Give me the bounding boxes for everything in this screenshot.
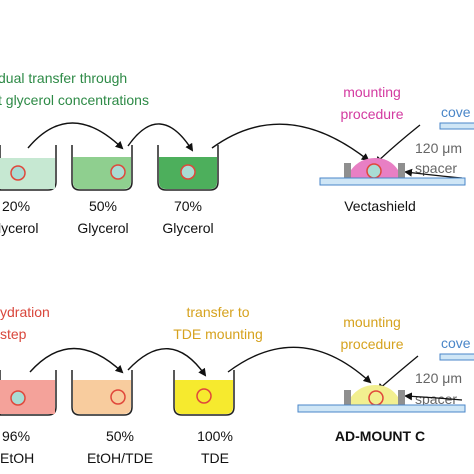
bottom-coverslip bbox=[439, 353, 474, 361]
top-slide bbox=[319, 177, 466, 186]
top-mount-sample bbox=[366, 163, 382, 179]
top-beaker-50 bbox=[71, 145, 133, 191]
top-coverslip bbox=[439, 122, 474, 130]
top-spacer-left bbox=[344, 163, 351, 178]
bottom-transfer-line1: transfer to bbox=[186, 304, 249, 320]
top-transfer-note-line2: t glycerol concentrations bbox=[0, 92, 149, 108]
bottom-slide bbox=[297, 404, 466, 413]
bottom-spacer-left bbox=[344, 390, 351, 405]
bottom-spacer-label: spacer bbox=[415, 391, 457, 407]
bottom-beaker-100-sample bbox=[196, 388, 212, 404]
top-beaker-20-liquid bbox=[0, 158, 55, 189]
top-spacer-pointer bbox=[374, 124, 421, 165]
bottom-arrow-1 bbox=[29, 347, 124, 374]
bottom-beaker-100-pct: 100% bbox=[197, 428, 233, 444]
top-spacer-size: 120 μm bbox=[415, 140, 462, 156]
bottom-dehydration-line2: step bbox=[0, 326, 27, 342]
top-transfer-note-line1: dual transfer through bbox=[0, 70, 127, 86]
top-beaker-20 bbox=[0, 145, 57, 191]
bottom-beaker-96-pct: 96% bbox=[2, 428, 30, 444]
top-mounting-line2: procedure bbox=[340, 106, 403, 122]
top-spacer-right bbox=[398, 163, 405, 178]
bottom-beaker-100 bbox=[173, 370, 235, 416]
top-beaker-70 bbox=[157, 145, 219, 191]
bottom-mounting-line1: mounting bbox=[343, 314, 401, 330]
top-mounting-line1: mounting bbox=[343, 84, 401, 100]
bottom-mount-sample bbox=[368, 390, 384, 406]
top-cover-label: cove bbox=[441, 104, 471, 120]
bottom-arrow-3 bbox=[227, 346, 372, 384]
bottom-beaker-50-name: EtOH/TDE bbox=[87, 450, 153, 466]
bottom-beaker-96 bbox=[0, 370, 57, 416]
top-beaker-20-sample bbox=[10, 165, 26, 181]
bottom-beaker-50-sample bbox=[110, 389, 126, 405]
top-beaker-70-name: Glycerol bbox=[162, 220, 213, 236]
top-arrow-1 bbox=[27, 122, 124, 150]
top-beaker-20-name: lycerol bbox=[0, 220, 38, 236]
bottom-spacer-arrow bbox=[404, 392, 463, 401]
top-arrow-3 bbox=[211, 123, 370, 162]
bottom-transfer-line2: TDE mounting bbox=[173, 326, 262, 342]
bottom-spacer-size: 120 μm bbox=[415, 370, 462, 386]
bottom-beaker-96-name: EtOH bbox=[0, 450, 34, 466]
bottom-spacer-pointer bbox=[376, 355, 419, 392]
top-beaker-70-pct: 70% bbox=[174, 198, 202, 214]
bottom-beaker-50-pct: 50% bbox=[106, 428, 134, 444]
bottom-beaker-50 bbox=[71, 370, 133, 416]
top-beaker-50-name: Glycerol bbox=[77, 220, 128, 236]
bottom-arrow-2 bbox=[127, 348, 207, 377]
top-beaker-70-sample bbox=[180, 164, 196, 180]
bottom-spacer-right bbox=[398, 390, 405, 405]
top-spacer-label: spacer bbox=[415, 160, 457, 176]
bottom-cover-label: cove bbox=[441, 335, 471, 351]
top-final-label: Vectashield bbox=[344, 198, 416, 214]
top-beaker-50-sample bbox=[110, 164, 126, 180]
top-arrow-2 bbox=[127, 123, 194, 152]
bottom-dehydration-line1: ydration bbox=[0, 304, 50, 320]
bottom-mounting-line2: procedure bbox=[340, 336, 403, 352]
top-beaker-20-pct: 20% bbox=[2, 198, 30, 214]
bottom-beaker-100-name: TDE bbox=[201, 450, 229, 466]
bottom-beaker-96-sample bbox=[10, 390, 26, 406]
bottom-final-label: AD-MOUNT C bbox=[335, 428, 425, 444]
top-beaker-50-pct: 50% bbox=[89, 198, 117, 214]
